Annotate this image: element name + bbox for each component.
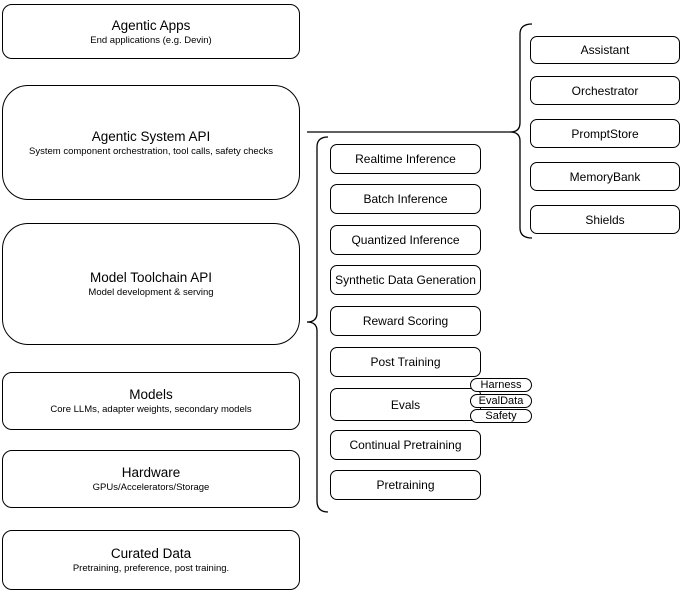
node-subtitle: Model development & serving xyxy=(88,287,214,298)
node-synthetic-data-generation: Synthetic Data Generation xyxy=(330,265,481,295)
node-subtitle: GPUs/Accelerators/Storage xyxy=(92,482,210,493)
node-reward-scoring: Reward Scoring xyxy=(330,306,481,336)
toolchain-brace xyxy=(306,136,329,513)
node-label: Post Training xyxy=(370,355,441,369)
node-label: Realtime Inference xyxy=(355,152,456,166)
node-model-toolchain-api: Model Toolchain API Model development & … xyxy=(2,223,300,345)
node-realtime-inference: Realtime Inference xyxy=(330,144,481,174)
tag-harness: Harness xyxy=(470,378,532,392)
node-promptstore: PromptStore xyxy=(530,119,680,148)
node-curated-data: Curated Data Pretraining, preference, po… xyxy=(2,530,300,590)
node-evals: Evals xyxy=(330,388,481,421)
node-title: Hardware xyxy=(121,465,181,480)
node-label: Continual Pretraining xyxy=(349,438,462,452)
node-title: Curated Data xyxy=(110,546,192,561)
node-continual-pretraining: Continual Pretraining xyxy=(330,430,481,460)
tag-evaldata: EvalData xyxy=(470,394,532,408)
system-components-brace xyxy=(509,23,533,239)
node-subtitle: End applications (e.g. Devin) xyxy=(90,34,212,46)
node-title: Agentic System API xyxy=(91,128,211,144)
node-models: Models Core LLMs, adapter weights, secon… xyxy=(2,372,300,430)
node-label: Batch Inference xyxy=(363,192,448,206)
node-subtitle: Core LLMs, adapter weights, secondary mo… xyxy=(50,404,252,415)
node-pretraining: Pretraining xyxy=(330,470,481,500)
node-label: Evals xyxy=(390,397,421,412)
node-label: Shields xyxy=(585,212,625,227)
node-label: MemoryBank xyxy=(569,169,641,184)
node-hardware: Hardware GPUs/Accelerators/Storage xyxy=(2,450,300,508)
node-label: Assistant xyxy=(580,43,630,57)
node-post-training: Post Training xyxy=(330,347,481,377)
node-batch-inference: Batch Inference xyxy=(330,184,481,214)
node-label: Orchestrator xyxy=(571,83,639,98)
node-shields: Shields xyxy=(530,205,680,234)
node-title: Agentic Apps xyxy=(111,17,191,33)
node-title: Models xyxy=(129,387,173,402)
node-quantized-inference: Quantized Inference xyxy=(330,225,481,255)
tag-label: Safety xyxy=(485,410,517,422)
node-assistant: Assistant xyxy=(530,36,680,64)
node-subtitle: System component orchestration, tool cal… xyxy=(29,145,273,157)
node-label: PromptStore xyxy=(571,126,639,141)
node-label: Synthetic Data Generation xyxy=(335,273,476,287)
node-label: Quantized Inference xyxy=(351,233,460,247)
tag-label: Harness xyxy=(480,379,522,391)
node-agentic-system-api: Agentic System API System component orch… xyxy=(2,85,300,200)
node-subtitle: Pretraining, preference, post training. xyxy=(72,563,230,574)
node-title: Model Toolchain API xyxy=(89,270,213,285)
tag-safety: Safety xyxy=(470,409,532,423)
node-label: Pretraining xyxy=(376,478,435,492)
node-memorybank: MemoryBank xyxy=(530,162,680,191)
node-label: Reward Scoring xyxy=(362,314,449,328)
node-agentic-apps: Agentic Apps End applications (e.g. Devi… xyxy=(2,4,300,59)
tag-label: EvalData xyxy=(478,395,524,407)
node-orchestrator: Orchestrator xyxy=(530,76,680,105)
